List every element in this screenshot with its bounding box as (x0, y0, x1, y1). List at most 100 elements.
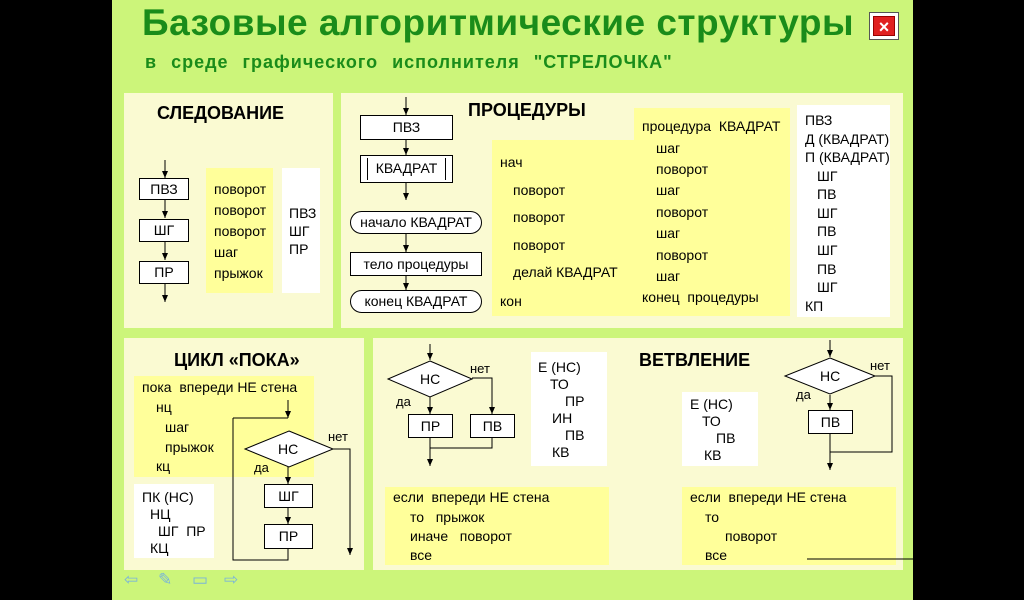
main-program-line: поворот (513, 182, 566, 198)
loop-block-2: ПР (264, 524, 313, 549)
procedure-line: поворот (656, 247, 709, 263)
sequence-command: поворот (214, 202, 267, 218)
page-title: Базовые алгоритмические структуры (142, 2, 855, 43)
loop-codes-box (134, 484, 214, 558)
procedure-end: конец КВАДРАТ (350, 290, 482, 313)
full-branch-code: ПР (565, 393, 585, 409)
sequence-code: ПР (289, 241, 309, 257)
sequence-command: поворот (214, 181, 267, 197)
short-branch-program-line: то (705, 509, 720, 525)
full-branch-code: ТО (550, 376, 569, 392)
loop-no-label: нет (328, 429, 348, 444)
next-slide-icon[interactable]: ⇨ (224, 570, 239, 589)
sequence-block-1: ПВЗ (139, 178, 189, 200)
procedure-call-label: КВАДРАТ (367, 158, 446, 180)
short-branch-code: ПВ (716, 430, 736, 446)
full-branch-program-line: если впереди НЕ стена (393, 489, 550, 505)
loop-program-line: пока впереди НЕ стена (142, 379, 298, 395)
loop-code: ПК (НС) (142, 489, 194, 505)
procedure-line: шаг (656, 140, 681, 156)
procedure-block-call: КВАДРАТ (360, 155, 453, 183)
procedure-code: ШГ (817, 279, 838, 295)
sequence-code: ШГ (289, 223, 310, 239)
procedure-block-pvz: ПВЗ (360, 115, 453, 140)
sequence-commands-box (206, 168, 273, 293)
procedure-line: процедура КВАДРАТ (642, 118, 781, 134)
procedure-code: ШГ (817, 168, 838, 184)
loop-code: КЦ (150, 540, 169, 556)
procedure-code: ПВ (817, 223, 837, 239)
main-program-line: поворот (513, 209, 566, 225)
full-branch-condition: НС (420, 371, 441, 387)
full-branch-program-line: иначе поворот (410, 528, 512, 544)
short-branch-code: КВ (704, 447, 722, 463)
short-branch-condition: НС (820, 368, 841, 384)
sequence-command: прыжок (214, 265, 263, 281)
short-branch-program-line: все (705, 547, 728, 563)
loop-program-line: прыжок (165, 439, 214, 455)
procedure-code: Д (КВАДРАТ) (805, 131, 890, 147)
full-branch-code: ПВ (565, 427, 585, 443)
full-branch-program-line: все (410, 547, 433, 563)
branch-heading: ВЕТВЛЕНИЕ (639, 350, 751, 370)
sequence-heading: СЛЕДОВАНИЕ (157, 103, 285, 123)
sequence-block-2: ШГ (139, 219, 189, 242)
full-branch-codes-box (531, 352, 607, 466)
sequence-block-3: ПР (139, 261, 189, 284)
short-branch-yes-block: ПВ (808, 410, 853, 434)
main-program-line: делай КВАДРАТ (513, 264, 618, 280)
full-branch-program-box (385, 487, 609, 565)
procedure-line: шаг (656, 225, 681, 241)
procedure-code: ПВ (817, 261, 837, 277)
menu-icon[interactable]: ▭ (192, 570, 209, 589)
full-branch-code: Е (НС) (538, 359, 581, 375)
loop-program-line: кц (156, 458, 171, 474)
full-branch-no-block: ПВ (470, 414, 515, 438)
full-branch-yes-label: да (396, 394, 411, 409)
loop-code: НЦ (150, 506, 171, 522)
full-branch-no-label: нет (470, 361, 490, 376)
procedure-code: КП (805, 298, 824, 314)
short-branch-yes-label: да (796, 387, 811, 402)
main-program-box (492, 140, 634, 316)
procedure-line: шаг (656, 182, 681, 198)
loop-program-line: нц (156, 399, 172, 415)
full-branch-program-line: то прыжок (410, 509, 485, 525)
full-branch-yes-block: ПР (408, 414, 453, 438)
loop-block-1: ШГ (264, 484, 313, 508)
procedure-line: конец процедуры (642, 289, 759, 305)
procedures-heading: ПРОЦЕДУРЫ (468, 100, 586, 120)
sequence-codes-box (282, 168, 320, 293)
sequence-command: поворот (214, 223, 267, 239)
short-branch-code: Е (НС) (690, 396, 733, 412)
procedure-code: ШГ (817, 242, 838, 258)
procedure-code: ПВЗ (805, 112, 833, 128)
procedure-line: шаг (656, 268, 681, 284)
slide: Базовые алгоритмические структуры в сред… (112, 0, 913, 600)
short-branch-codes-box (682, 392, 758, 466)
short-branch-code: ТО (702, 413, 721, 429)
procedure-code: ШГ (817, 205, 838, 221)
main-program-line: нач (500, 154, 523, 170)
close-icon: × (873, 16, 895, 37)
loop-heading: ЦИКЛ «ПОКА» (174, 350, 300, 370)
pen-icon[interactable]: ✎ (158, 570, 173, 589)
prev-slide-icon[interactable]: ⇦ (124, 570, 139, 589)
procedure-body: тело процедуры (350, 252, 482, 276)
loop-yes-label: да (254, 460, 269, 475)
short-branch-program-line: поворот (725, 528, 778, 544)
main-program-line: поворот (513, 237, 566, 253)
loop-code: ШГ ПР (158, 523, 206, 539)
procedure-line: поворот (656, 161, 709, 177)
sequence-command: шаг (214, 244, 239, 260)
short-branch-program-box (682, 487, 896, 565)
page-subtitle: в среде графического исполнителя "СТРЕЛО… (145, 52, 673, 72)
loop-condition: НС (278, 441, 299, 457)
procedure-line: поворот (656, 204, 709, 220)
procedure-codes-box (797, 105, 890, 317)
procedure-box (634, 108, 790, 316)
short-branch-no-label: нет (870, 358, 890, 373)
close-button[interactable]: × (869, 12, 899, 40)
main-program-line: кон (500, 293, 522, 309)
full-branch-code: КВ (552, 444, 570, 460)
